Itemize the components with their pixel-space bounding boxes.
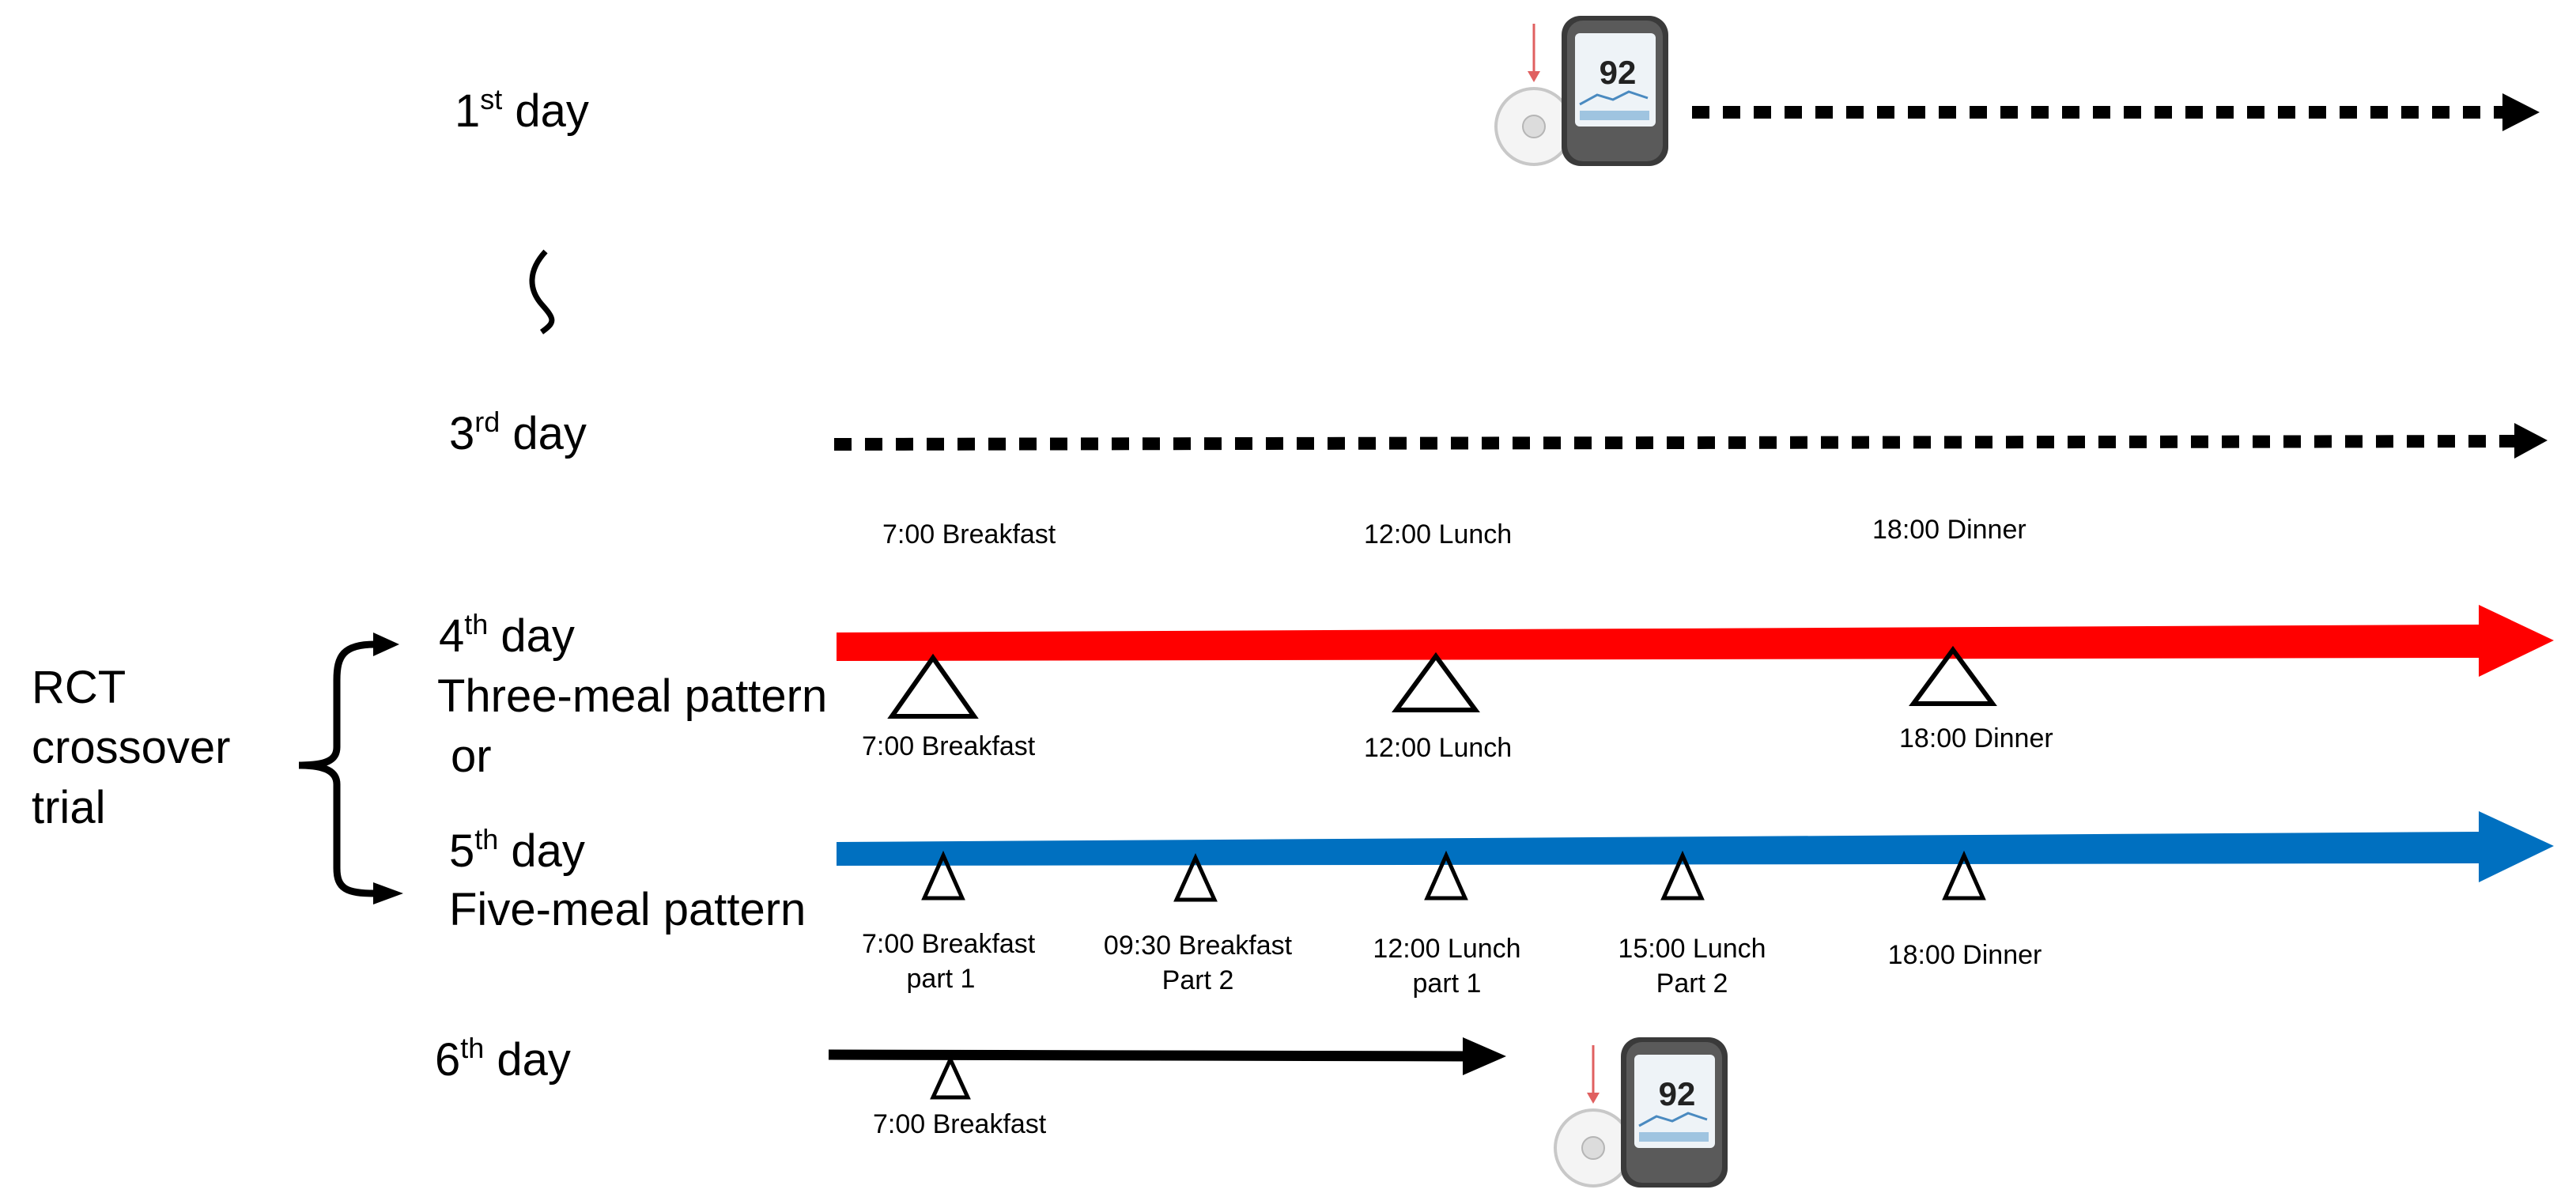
brace-bottom-arrowhead: [373, 882, 403, 904]
day1-label: 1st day: [455, 83, 589, 137]
day6-label: 6th day: [435, 1032, 571, 1086]
brace-top-arrowhead: [373, 632, 399, 656]
meal-marker-triangle: [1424, 850, 1468, 901]
day3-meal-label: 18:00 Dinner: [1872, 515, 2026, 545]
meal-marker-triangle: [930, 1054, 971, 1100]
five-meal-pattern-label: Five-meal pattern: [449, 884, 806, 935]
meal-marker-triangle: [1909, 645, 1997, 706]
meal-marker-triangle: [1660, 850, 1705, 901]
day3-meal-label: 7:00 Breakfast: [882, 519, 1056, 549]
rct-line-2: crossover: [32, 722, 231, 773]
meal-marker-triangle: [1392, 651, 1480, 712]
day3-label: 3rd day: [449, 406, 587, 459]
crossover-brace: [298, 640, 376, 897]
meal-marker-triangle: [887, 653, 979, 719]
day6-meal-label: 7:00 Breakfast: [873, 1109, 1047, 1139]
meal-marker-triangle: [921, 850, 965, 901]
meal-marker-triangle: [1173, 852, 1218, 902]
day3-dotted-arrow: [833, 435, 2515, 451]
cgm-device-day6-icon: [1554, 1036, 1729, 1189]
day4-meal-markers: [887, 645, 1997, 719]
rct-line-3: trial: [32, 782, 106, 833]
day4-meal-label: 7:00 Breakfast: [862, 731, 1036, 761]
day6-arrowhead: [1463, 1037, 1506, 1075]
three-meal-red-arrow: [837, 605, 2554, 677]
rct-line-1: RCT: [32, 662, 127, 713]
day4-label: 4th day: [439, 608, 575, 662]
day3-arrowhead: [2514, 423, 2548, 459]
cgm-device-day1-icon: [1494, 14, 1670, 168]
day4-meal-label: 18:00 Dinner: [1899, 723, 2053, 753]
meal-marker-triangle: [1942, 850, 1986, 901]
day5-label: 5th day: [449, 823, 585, 877]
rct-crossover-label: RCT crossover trial: [32, 658, 285, 838]
day1-arrowhead: [2502, 93, 2540, 131]
day5-meal-markers: [921, 850, 1986, 902]
omission-tilde-icon: [529, 249, 555, 334]
five-meal-blue-arrow: [837, 811, 2554, 882]
or-label: or: [451, 731, 492, 782]
day6-black-arrow: [828, 1049, 1467, 1062]
day3-meal-label: 12:00 Lunch: [1364, 519, 1513, 549]
day5-meal-label: 18:00 Dinner: [1887, 940, 2042, 970]
day4-meal-label: 12:00 Lunch: [1364, 733, 1513, 763]
three-meal-pattern-label: Three-meal pattern: [437, 670, 828, 722]
